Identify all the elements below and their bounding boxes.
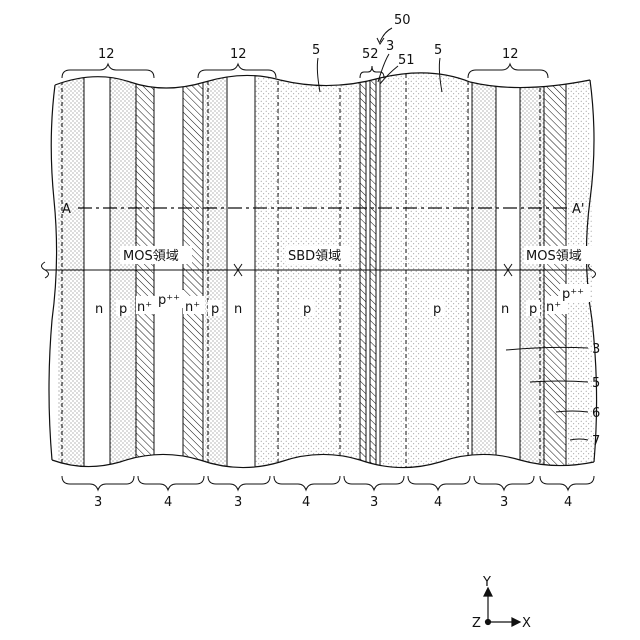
doping-nplus-1: n⁺: [137, 300, 152, 315]
doping-nplus-3: n⁺: [546, 300, 561, 315]
bottom-label-4-c: 4: [434, 495, 442, 510]
axis-label-x: X: [522, 616, 531, 631]
doping-ppp-1: p⁺⁺: [158, 293, 180, 308]
doping-p-sbd-2: p: [433, 302, 441, 317]
top-braces: [62, 64, 548, 78]
right-label-6: 6: [592, 406, 600, 421]
ref-label-5-a: 5: [312, 43, 320, 58]
ref-label-51: 51: [398, 53, 415, 68]
axis-indicator: [484, 588, 520, 626]
region-label-mos-right: MOS領域: [526, 248, 582, 264]
bottom-label-3-c: 3: [370, 495, 378, 510]
doping-n-3: n: [501, 302, 509, 317]
axis-label-y: Y: [482, 575, 491, 590]
ref-label-5-b: 5: [434, 43, 442, 58]
doping-p-3: p: [529, 302, 537, 317]
bottom-label-3-d: 3: [500, 495, 508, 510]
right-label-7: 7: [592, 434, 600, 449]
bottom-label-4-a: 4: [164, 495, 172, 510]
doping-p-2: p: [211, 302, 219, 317]
ref-label-3-top: 3: [386, 39, 394, 54]
bottom-label-3-b: 3: [234, 495, 242, 510]
section-label-a-prime: A': [572, 202, 584, 217]
bottom-label-4-b: 4: [302, 495, 310, 510]
right-label-5: 5: [592, 376, 600, 391]
ref-label-12-b: 12: [230, 47, 247, 62]
bottom-braces: [62, 476, 594, 490]
ref-label-12-c: 12: [502, 47, 519, 62]
doping-nplus-2: n⁺: [185, 300, 200, 315]
ref-label-50: 50: [394, 13, 411, 28]
doping-p-sbd-1: p: [303, 302, 311, 317]
section-label-a: A: [62, 202, 71, 217]
doping-n-2: n: [234, 302, 242, 317]
bottom-label-3-a: 3: [94, 495, 102, 510]
doping-ppp-2: p⁺⁺: [562, 287, 584, 302]
doping-n-1: n: [95, 302, 103, 317]
region-label-sbd: SBD領域: [288, 248, 341, 264]
axis-label-z: Z: [472, 616, 481, 631]
region-label-mos-left: MOS領域: [123, 248, 179, 264]
ref-label-12-a: 12: [98, 47, 115, 62]
ref-label-52: 52: [362, 47, 379, 62]
doping-p-1: p: [119, 302, 127, 317]
right-label-3: 3: [592, 342, 600, 357]
bottom-label-4-d: 4: [564, 495, 572, 510]
